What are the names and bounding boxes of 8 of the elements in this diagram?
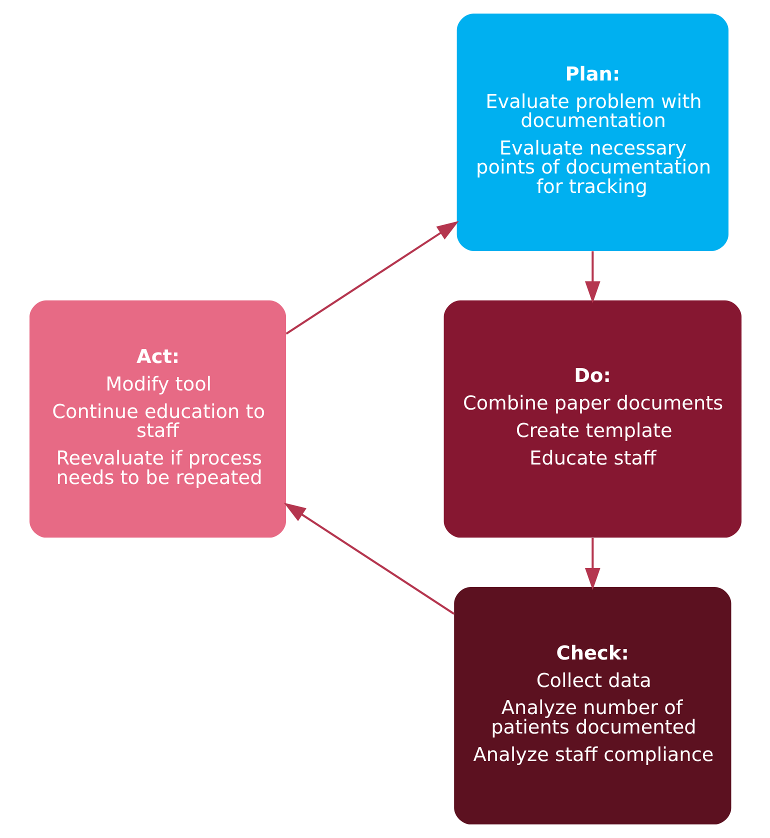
node-box: Plan: Evaluate problem with documentation Evaluate necessary points of documentation for tracking — [456, 14, 728, 251]
node-box: Do: Combine paper documents Create template Educate staff — [443, 300, 741, 538]
arrow — [584, 538, 600, 590]
arrow — [285, 221, 458, 335]
node-box: Act: Modify tool Continue education to staff Reevaluate if process needs to be repeated — [29, 300, 286, 538]
arrow — [584, 251, 600, 304]
node-box: Check: Collect data Analyze number of patients documented Analyze staff compliance — [454, 587, 731, 824]
arrow — [283, 502, 454, 615]
